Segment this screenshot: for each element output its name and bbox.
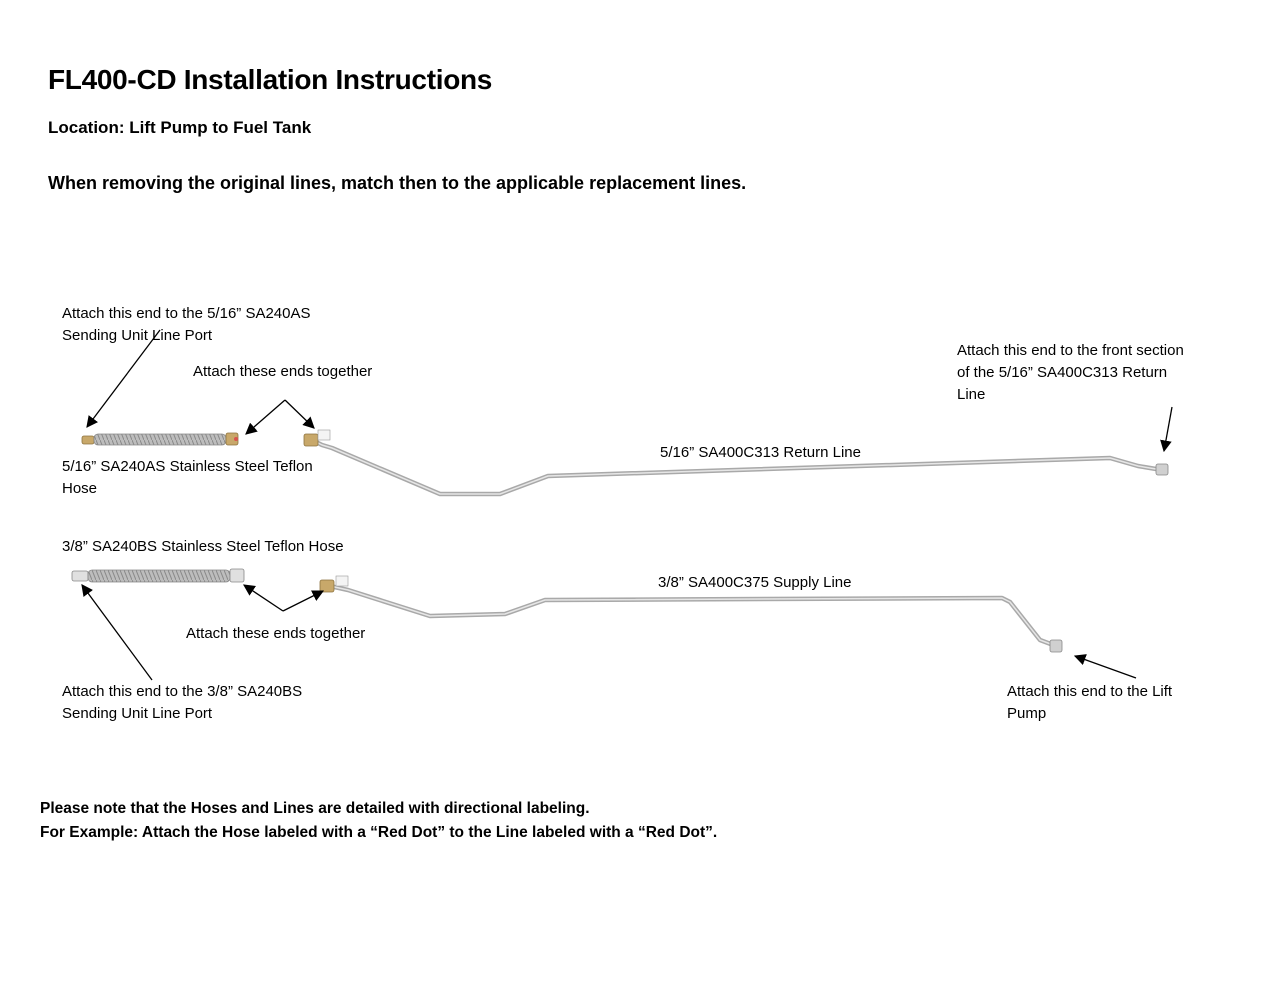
note-line-1: Please note that the Hoses and Lines are… [40, 800, 590, 817]
top-hose-name-line-2: Hose [62, 480, 98, 497]
return-end-line-2: of the 5/16” SA400C313 Return [957, 364, 1168, 381]
bottom-hose-end-line-1: Attach this end to the 3/8” SA240BS [62, 683, 303, 700]
page-title: FL400-CD Installation Instructions [48, 64, 493, 95]
lift-pump-label: Attach this end to the Lift Pump [1007, 681, 1172, 725]
instruction-text: When removing the original lines, match … [48, 173, 747, 193]
return-end-label: Attach this end to the front section of … [957, 340, 1184, 406]
return-end-line-3: Line [957, 386, 986, 403]
bottom-together-label: Attach these ends together [186, 625, 366, 642]
return-end-line-1: Attach this end to the front section [957, 342, 1184, 359]
bottom-hose-end-label: Attach this end to the 3/8” SA240BS Send… [62, 681, 302, 725]
bottom-hose-name-label: 3/8” SA240BS Stainless Steel Teflon Hose [62, 538, 344, 555]
arrow-return-end [1160, 406, 1173, 453]
note-line-2: For Example: Attach the Hose labeled wit… [40, 824, 718, 841]
labeling-note: Please note that the Hoses and Lines are… [40, 797, 717, 845]
bottom-hose [71, 568, 245, 583]
arrow-together-top-left [245, 399, 286, 435]
arrow-bottom-hose-end [81, 584, 153, 681]
arrow-together-bottom-left [243, 584, 284, 612]
lift-pump-line-1: Attach this end to the Lift [1007, 683, 1173, 700]
arrow-lift-pump [1073, 654, 1137, 679]
top-together-label: Attach these ends together [193, 363, 373, 380]
return-line-label: 5/16” SA400C313 Return Line [660, 444, 861, 461]
arrow-top-hose-end [86, 329, 161, 428]
top-hose-end-line-2: Sending Unit Line Port [62, 327, 213, 344]
arrow-together-top-right [284, 399, 315, 429]
top-hose [81, 432, 239, 446]
callout-arrows [81, 329, 1173, 681]
supply-line-label: 3/8” SA400C375 Supply Line [658, 574, 852, 591]
location-subtitle: Location: Lift Pump to Fuel Tank [48, 118, 312, 137]
top-hose-name-label: 5/16” SA240AS Stainless Steel Teflon Hos… [62, 456, 313, 500]
top-hose-name-line-1: 5/16” SA240AS Stainless Steel Teflon [62, 458, 313, 475]
return-line-tube [303, 429, 1169, 497]
arrow-together-bottom-right [282, 590, 325, 612]
top-hose-end-label: Attach this end to the 5/16” SA240AS Sen… [62, 303, 311, 347]
lift-pump-line-2: Pump [1007, 705, 1047, 722]
supply-line-tube [319, 575, 1063, 653]
bottom-hose-end-line-2: Sending Unit Line Port [62, 705, 213, 722]
top-hose-end-line-1: Attach this end to the 5/16” SA240AS [62, 305, 311, 322]
